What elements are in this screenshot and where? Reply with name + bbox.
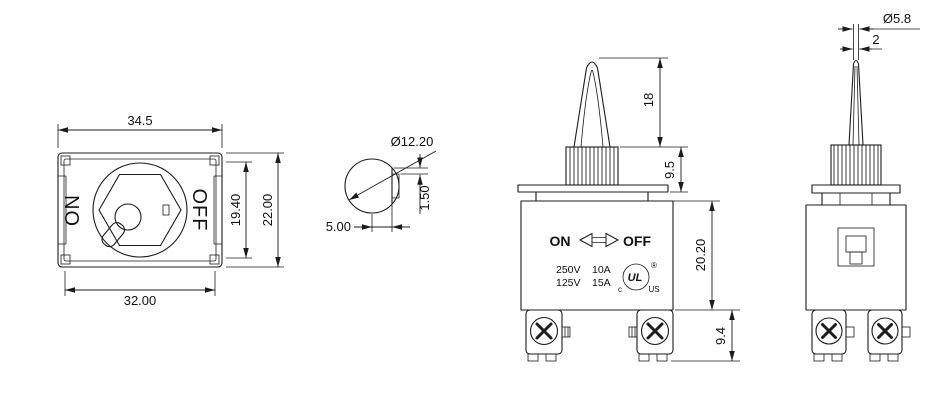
dim-tip-width: 2: [840, 32, 882, 52]
rating-current-1: 10A: [592, 264, 611, 276]
double-arrow-icon: [578, 232, 620, 248]
dim-label-bushing-height: 9.5: [662, 161, 677, 179]
dim-label-outer-height: 22.00: [260, 194, 275, 227]
dim-label-top-width: 34.5: [127, 113, 152, 128]
screw-cross-icon: [535, 322, 553, 340]
ul-logo: UL ® c US: [618, 261, 660, 294]
keyway-slot: [162, 204, 170, 216]
lever-pivot: [114, 203, 142, 231]
hex-nut-side: [821, 192, 891, 206]
dim-bushing-height: 9.5: [662, 147, 688, 193]
dim-body-height: 20.20: [650, 200, 740, 311]
top-view-off-label: OFF: [188, 189, 210, 232]
dim-label-lever-height: 18: [641, 93, 656, 107]
left-latch: [58, 175, 67, 245]
panel-hole-circle: [344, 158, 400, 214]
dim-label-tip-width: 2: [872, 32, 879, 47]
screw-head: [529, 316, 559, 346]
cert-us-label: US: [648, 285, 659, 294]
registered-icon: ®: [651, 261, 657, 270]
dim-flat-step: 1.50: [394, 154, 432, 214]
dim-lever-height: 18: [599, 57, 688, 148]
corner-tab: [209, 254, 220, 265]
switch-body-side: [805, 204, 907, 311]
mounting-boss-circle: [92, 162, 188, 258]
screw-cross-icon: [821, 323, 837, 339]
dim-label-center-to-flat: 5.00: [326, 219, 351, 234]
dim-label-lever-diameter: Ø5.8: [883, 11, 911, 26]
threaded-bushing-side: [830, 144, 882, 186]
hole-detail-view: Ø12.20 5.00 1.50: [326, 134, 437, 234]
body-step: [535, 191, 649, 202]
rating-current-2: 15A: [592, 277, 611, 289]
side-view: Ø5.8 2: [805, 11, 920, 362]
screw-head: [815, 317, 843, 345]
threaded-bushing: [565, 146, 619, 186]
washer-side: [811, 184, 901, 194]
dim-top-width: 34.5: [57, 113, 223, 148]
cert-c-label: c: [618, 285, 622, 294]
corner-tab: [60, 155, 71, 166]
dim-outer-height: 22.00: [226, 152, 284, 268]
corner-tab: [60, 254, 71, 265]
hex-nut-outline: [98, 173, 182, 247]
dim-label-terminal-height: 9.4: [713, 327, 728, 345]
screw-head: [871, 317, 899, 345]
terminal-side-right: [867, 309, 911, 362]
toggle-lever: [573, 61, 611, 148]
screw-cross-icon: [646, 322, 664, 340]
top-view: ON OFF 34.5 32.00 19.40 22.00: [57, 113, 284, 308]
dim-terminal-height: 9.4: [671, 310, 740, 362]
screw-head: [640, 316, 670, 346]
dim-label-inner-height: 19.40: [228, 194, 243, 227]
front-view: ON OFF 250V 10A 125V 15A UL ® c US: [517, 57, 740, 362]
front-off-label: OFF: [623, 233, 651, 249]
body-detail: [837, 227, 875, 267]
right-latch: [213, 175, 222, 245]
dim-lever-diameter: Ø5.8: [838, 11, 920, 60]
rating-voltage-1: 250V: [556, 264, 581, 276]
front-on-label: ON: [550, 233, 571, 249]
rating-voltage-2: 125V: [556, 277, 581, 289]
terminal-left: [525, 309, 571, 362]
dim-bottom-width: 32.00: [64, 271, 216, 308]
dim-inner-height: 19.40: [226, 161, 252, 259]
terminal-right: [628, 309, 674, 362]
lever-stem: [101, 222, 126, 248]
dim-label-bottom-width: 32.00: [124, 293, 157, 308]
switch-body: [520, 200, 674, 311]
dim-label-flat-step: 1.50: [417, 185, 432, 210]
terminal-side-left: [811, 309, 855, 362]
screw-cross-icon: [877, 323, 893, 339]
dim-label-body-height: 20.20: [693, 239, 708, 272]
washer: [517, 184, 669, 193]
corner-tab: [209, 155, 220, 166]
dim-center-to-flat: 5.00: [326, 205, 410, 234]
toggle-lever-side: [848, 59, 864, 146]
top-view-on-label: ON: [62, 194, 84, 226]
ul-logo-text: UL: [628, 272, 643, 284]
dim-label-hole-diameter: Ø12.20: [391, 134, 434, 149]
